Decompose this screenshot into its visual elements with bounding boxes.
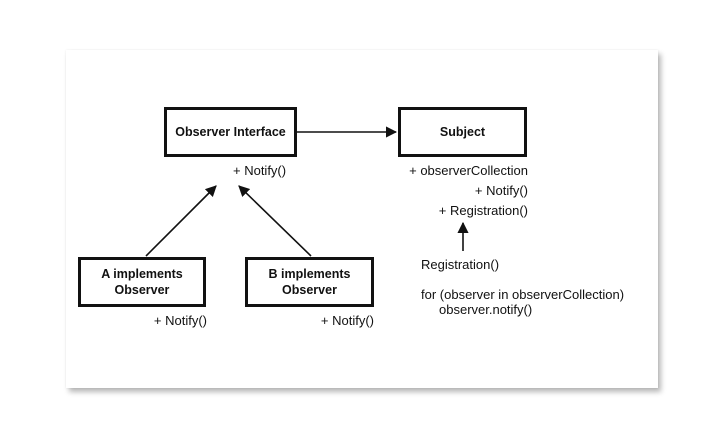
subject-label: Subject (439, 125, 486, 139)
a-observer-label-line1: A implements (101, 267, 183, 281)
observer-interface-label: Observer Interface (175, 125, 286, 139)
a-observer-method: + Notify() (153, 313, 207, 328)
subject-box: Subject (398, 107, 527, 157)
a-observer-box: A implements Observer (78, 257, 206, 307)
b-observer-label-line1: B implements (268, 267, 351, 281)
subject-field-collection: + observerCollection (409, 163, 528, 178)
a-observer-label-line2: Observer (114, 283, 170, 297)
observer-interface-method: + Notify() (233, 163, 287, 178)
registration-note-call: observer.notify() (439, 302, 533, 317)
subject-field-notify: + Notify() (474, 183, 528, 198)
registration-note-loop: for (observer in observerCollection) (421, 287, 625, 302)
b-observer-box: B implements Observer (245, 257, 374, 307)
arrow-a-to-interface (145, 185, 217, 257)
arrow-b-to-interface (238, 185, 312, 257)
registration-note-title: Registration() (421, 257, 500, 272)
diagram-card (66, 50, 658, 388)
subject-field-registration: + Registration() (438, 203, 528, 218)
b-observer-label-line2: Observer (282, 283, 337, 297)
b-observer-method: + Notify() (320, 313, 374, 328)
observer-interface-box: Observer Interface (164, 107, 297, 157)
